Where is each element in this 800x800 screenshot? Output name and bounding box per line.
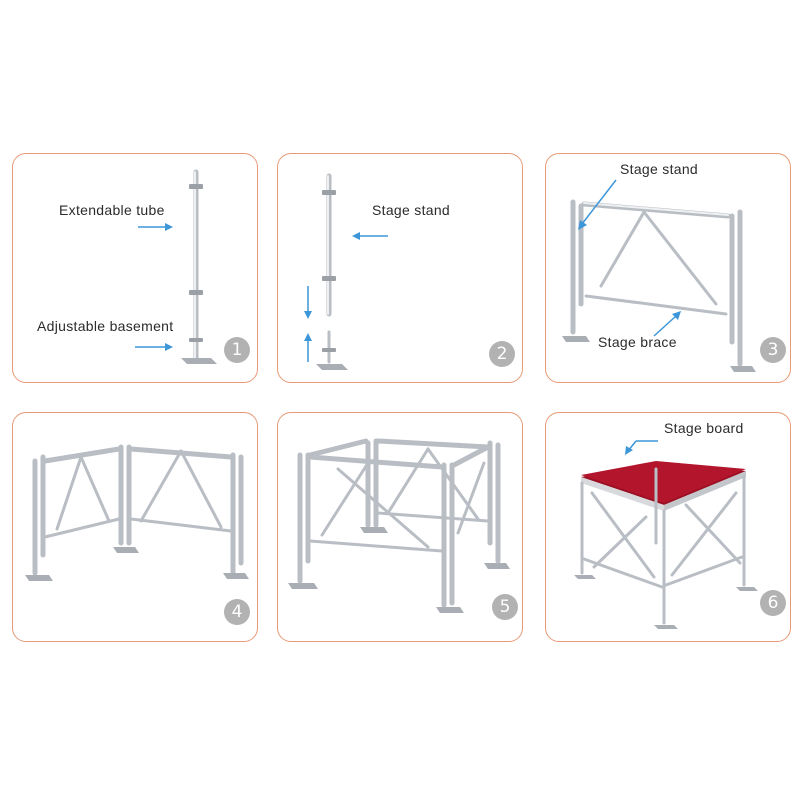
arrow-stage-brace (653, 311, 681, 337)
arrow-adjustable-basement (135, 343, 173, 351)
four-frames-illustration (288, 438, 510, 613)
stage-stand-illustration (304, 173, 388, 370)
step-5-badge: 5 (492, 594, 518, 620)
assembled-stage-illustration (574, 440, 758, 629)
step-2-panel: Stage stand 2 (277, 153, 523, 383)
step-4-badge: 4 (224, 599, 250, 625)
two-frames-illustration (25, 444, 249, 581)
step-1-panel: Extendable tube Adjustable basement 1 (12, 153, 258, 383)
step-1-badge: 1 (224, 337, 250, 363)
arrow-up (304, 333, 312, 362)
adjustable-basement-label: Adjustable basement (37, 318, 174, 334)
arrow-stage-stand (352, 232, 388, 240)
extendable-tube-label: Extendable tube (59, 202, 165, 218)
step-3-badge: 3 (760, 337, 786, 363)
step-4-panel: 4 (12, 412, 258, 642)
step-3-panel: Stage stand Stage brace 3 (545, 153, 791, 383)
stage-board-label: Stage board (664, 420, 744, 436)
frame-with-brace-illustration (562, 179, 756, 372)
step-6-panel: Stage board 6 (545, 412, 791, 642)
arrow-down (304, 286, 312, 319)
arrow-stage-stand (578, 179, 617, 230)
stage-brace-label: Stage brace (598, 334, 677, 350)
step-5-panel: 5 (277, 412, 523, 642)
step-6-badge: 6 (760, 590, 786, 616)
stage-stand-label: Stage stand (620, 161, 699, 177)
step-2-badge: 2 (489, 341, 515, 367)
extendable-tube-illustration (135, 169, 217, 364)
arrow-stage-board (625, 440, 658, 455)
arrow-extendable-tube (138, 223, 173, 231)
stage-stand-label: Stage stand (372, 202, 451, 218)
